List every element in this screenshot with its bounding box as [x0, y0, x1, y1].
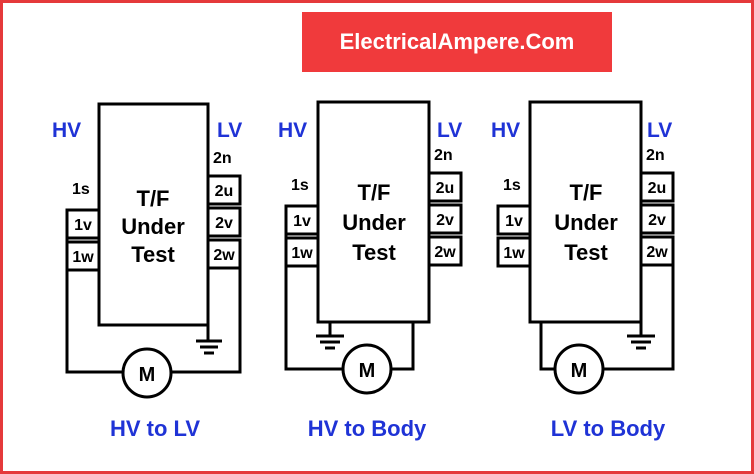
- lv-terminal-box-2w[interactable]: [639, 235, 675, 267]
- lv-terminal-box-2v[interactable]: [639, 203, 675, 235]
- lv-terminal-box-2v[interactable]: [206, 206, 242, 238]
- diagram-caption: LV to Body: [551, 416, 666, 441]
- brand-banner[interactable]: ElectricalAmpere.Com: [302, 12, 612, 72]
- lv-terminal-2v: 2v: [215, 215, 233, 232]
- hv-terminal-1v: 1v: [505, 213, 523, 230]
- lv-terminal-box-2v[interactable]: [427, 203, 463, 235]
- body-label-line2: Under: [554, 210, 618, 235]
- lv-terminal-2w: 2w: [213, 247, 235, 264]
- body-label-line2: Under: [121, 214, 185, 239]
- transformer-body: [528, 100, 643, 324]
- hv-terminal-1s: 1s: [72, 181, 90, 198]
- lv-terminal-2v: 2v: [648, 212, 666, 229]
- body-label-line3: Test: [564, 240, 608, 265]
- hv-terminal-1v: 1v: [74, 217, 92, 234]
- lv-label: LV: [437, 119, 462, 142]
- hv-terminal-1w: 1w: [291, 245, 313, 262]
- body-label-line3: Test: [131, 242, 175, 267]
- hv-label: HV: [52, 119, 81, 142]
- lv-terminal-box-2u[interactable]: [427, 171, 463, 203]
- body-label-line3: Test: [352, 240, 396, 265]
- body-lead-wire: [392, 322, 415, 371]
- lv-lead-wire: [172, 268, 242, 374]
- lv-terminal-2v: 2v: [436, 212, 454, 229]
- body-label-line1: T/F: [137, 186, 170, 211]
- lv-label: LV: [217, 119, 242, 142]
- hv-label: HV: [491, 119, 520, 142]
- lv-terminal-2w: 2w: [646, 244, 668, 261]
- hv-terminal-1v: 1v: [293, 213, 311, 230]
- hv-terminal-box-1w[interactable]: [496, 236, 532, 268]
- lv-terminal-box-2u[interactable]: [639, 171, 675, 203]
- diagram-lv-to-body: HV LV T/F Under Test 1s 1v 1w 2n 2u 2v 2…: [491, 100, 675, 441]
- body-label-line1: T/F: [358, 180, 391, 205]
- megger-meter[interactable]: [121, 347, 173, 399]
- lv-terminal-2w: 2w: [434, 244, 456, 261]
- lv-terminal-2n: 2n: [213, 150, 232, 167]
- hv-lead-wire: [65, 224, 122, 374]
- megger-meter[interactable]: [553, 343, 605, 395]
- hv-terminal-box-1w[interactable]: [65, 240, 101, 272]
- ground-icon: [316, 322, 344, 350]
- hv-lead-wire: [284, 220, 342, 371]
- lv-terminal-2u: 2u: [215, 183, 234, 200]
- ground-icon: [196, 325, 222, 355]
- hv-label: HV: [278, 119, 307, 142]
- hv-terminal-box-1v[interactable]: [284, 204, 320, 236]
- lv-lead-wire: [604, 265, 675, 371]
- diagram-hv-to-lv: HV LV T/F Under Test 1s 1v 1w 2n 2u 2v 2…: [52, 102, 242, 441]
- hv-terminal-1w: 1w: [503, 245, 525, 262]
- body-label-line1: T/F: [570, 180, 603, 205]
- lv-terminal-box-2u[interactable]: [206, 174, 242, 206]
- body-label-line2: Under: [342, 210, 406, 235]
- hv-terminal-1s: 1s: [503, 177, 521, 194]
- hv-terminal-1w: 1w: [72, 249, 94, 266]
- meter-label: M: [139, 364, 156, 386]
- transformer-body: [97, 102, 210, 327]
- meter-label: M: [359, 360, 376, 382]
- body-lead-wire: [539, 322, 554, 371]
- ground-icon: [627, 322, 655, 350]
- lv-terminal-2n: 2n: [646, 147, 665, 164]
- hv-terminal-box-1v[interactable]: [496, 204, 532, 236]
- megger-meter[interactable]: [341, 343, 393, 395]
- lv-terminal-box-2w[interactable]: [427, 235, 463, 267]
- lv-label: LV: [647, 119, 672, 142]
- diagram-caption: HV to Body: [308, 416, 427, 441]
- diagram-hv-to-body: HV LV T/F Under Test 1s 1v 1w 2n 2u 2v 2…: [278, 100, 463, 441]
- lv-terminal-box-2w[interactable]: [206, 238, 242, 270]
- lv-terminal-2u: 2u: [436, 180, 455, 197]
- lv-terminal-2u: 2u: [648, 180, 667, 197]
- lv-terminal-2n: 2n: [434, 147, 453, 164]
- hv-terminal-1s: 1s: [291, 177, 309, 194]
- meter-label: M: [571, 360, 588, 382]
- diagram-caption: HV to LV: [110, 416, 200, 441]
